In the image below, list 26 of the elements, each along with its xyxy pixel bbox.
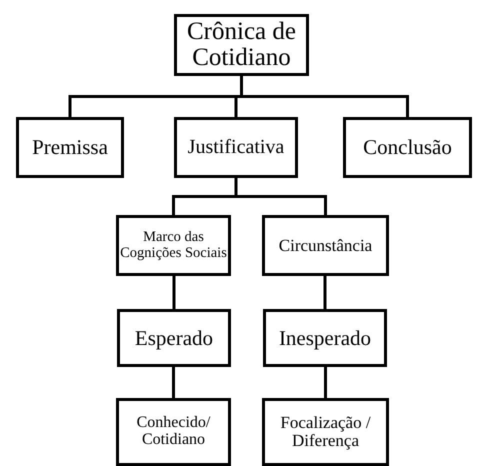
connector-line xyxy=(324,276,326,309)
hierarchy-box xyxy=(262,215,389,276)
node-label: Conhecido/ Cotidiano xyxy=(136,415,212,449)
connector-line xyxy=(240,76,409,117)
hierarchy-box xyxy=(116,398,231,466)
connector-line xyxy=(172,367,175,398)
node-label: Circunstância xyxy=(278,236,372,254)
node-label: Justificativa xyxy=(188,137,284,158)
connector-line xyxy=(172,276,176,309)
node-label: Esperado xyxy=(134,326,214,350)
node-label: Marco das Cognições Sociais xyxy=(119,230,228,261)
hierarchy-box xyxy=(174,14,309,76)
node-label: Inesperado xyxy=(278,326,372,350)
node-label: Conclusão xyxy=(363,136,452,159)
hierarchy-box xyxy=(174,117,298,178)
hierarchy-box xyxy=(263,309,387,367)
hierarchy-box xyxy=(116,215,231,276)
hierarchy-box xyxy=(117,309,231,367)
connector-line xyxy=(324,367,327,398)
hierarchy-box xyxy=(16,117,124,178)
hierarchy-box xyxy=(262,398,389,466)
node-label: Premissa xyxy=(32,136,108,159)
hierarchy-box xyxy=(343,117,472,178)
connector-line xyxy=(234,178,327,215)
node-label: Focalização / Diferença xyxy=(279,414,372,450)
node-label: Crônica de Cotidiano xyxy=(186,18,297,72)
